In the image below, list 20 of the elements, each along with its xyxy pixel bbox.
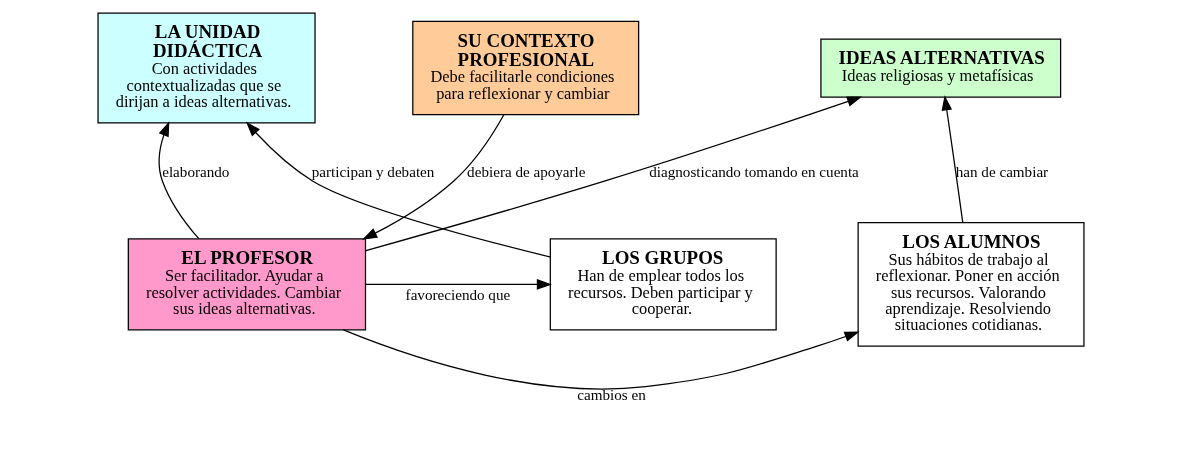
edge-label: favoreciendo que <box>405 287 510 304</box>
edge-label: elaborando <box>161 163 229 180</box>
edge-label: participan y debaten <box>311 163 434 180</box>
arrow <box>157 121 199 240</box>
node-box: LOS ALUMNOS Sus hábitos de trabajo al reflexionar. Poner en acción sus recursos. Valorando aprendizaje. Resolviendo situaciones cotidianas. <box>857 221 1085 347</box>
node-box: SU CONTEXTO PROFESIONAL Debe facilitarle condiciones para reflexionar y cambiar <box>411 20 639 116</box>
arrow <box>361 114 504 240</box>
arrow <box>941 95 963 223</box>
arrow <box>342 329 860 390</box>
edge-label: han de cambiar <box>955 163 1048 180</box>
node-box: LOS GRUPOS Han de emplear todos los recursos. Deben participar y cooperar. <box>549 238 777 331</box>
edge-label: diagnosticando tomando en cuenta <box>648 163 859 180</box>
arrow <box>245 121 551 258</box>
arrow <box>364 96 862 252</box>
arrow <box>364 279 552 290</box>
edge-label: debiera de apoyarle <box>466 163 586 180</box>
node-box: EL PROFESOR Ser facilitador. Ayudar a resolver actividades. Cambiar sus ideas alternativas. <box>127 238 366 331</box>
node-box: IDEAS ALTERNATIVAS Ideas religiosas y metafísicas <box>819 38 1061 98</box>
edge-label: cambios en <box>576 386 646 403</box>
node-box: LA UNIDAD DIDÁCTICA Con actividades contextualizadas que se dirijan a ideas alternativas. <box>96 12 316 124</box>
